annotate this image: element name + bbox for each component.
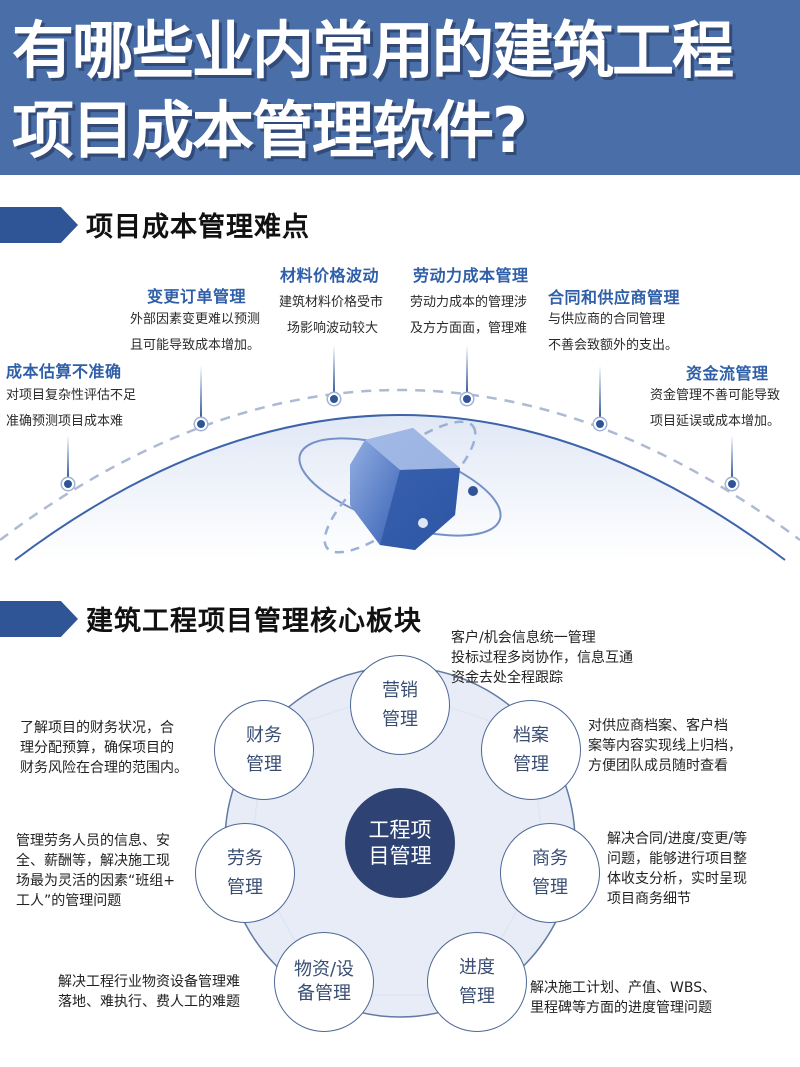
center-label-line2: 目管理 xyxy=(368,844,432,868)
desc-line: 理分配预算，确保项目的 xyxy=(20,740,174,756)
pain-desc: 不善会致额外的支出。 xyxy=(548,338,679,353)
arrow-icon xyxy=(0,601,78,637)
module-desc-finance: 了解项目的财务状况，合 理分配预算，确保项目的 财务风险在合理的范围内。 xyxy=(20,718,188,778)
pain-title: 变更订单管理 xyxy=(147,287,247,306)
desc-line: 解决工程行业物资设备管理难 xyxy=(58,974,240,990)
main-title-line2: 项目成本管理软件? xyxy=(12,94,528,167)
module-label: 物资/设 xyxy=(293,959,355,980)
section-header-core-modules: 建筑工程项目管理核心板块 xyxy=(0,597,800,637)
module-marketing: 营销 管理 xyxy=(350,655,450,755)
desc-line: 落地、难执行、费人工的难题 xyxy=(58,994,240,1010)
module-desc-schedule: 解决施工计划、产值、WBS、 里程碑等方面的进度管理问题 xyxy=(530,978,716,1018)
connector-line xyxy=(599,365,601,420)
pain-desc: 建筑材料价格受市 xyxy=(279,295,384,310)
module-label: 管理 xyxy=(246,754,282,775)
module-desc-marketing: 客户/机会信息统一管理 投标过程多岗协作，信息互通 资金去处全程跟踪 xyxy=(451,628,633,688)
dome-illustration xyxy=(0,388,800,561)
pain-desc: 与供应商的合同管理 xyxy=(548,312,666,327)
pain-desc: 场影响波动较大 xyxy=(287,321,379,336)
node-dot-icon xyxy=(195,418,207,430)
node-dot-icon xyxy=(461,393,473,405)
pain-desc: 及方方面面，管理难 xyxy=(410,321,528,336)
desc-line: 了解项目的财务状况，合 xyxy=(20,720,174,736)
pain-title: 劳动力成本管理 xyxy=(413,266,529,285)
title-banner: 有哪些业内常用的建筑工程 项目成本管理软件? xyxy=(0,0,800,175)
module-labor: 劳务 管理 xyxy=(195,823,295,923)
desc-line: 问题，能够进行项目整 xyxy=(607,851,747,867)
connector-line xyxy=(67,435,69,480)
module-label: 管理 xyxy=(513,754,549,775)
module-materials-equipment: 物资/设 备管理 xyxy=(274,932,374,1032)
module-desc-archive: 对供应商档案、客户档 案等内容实现线上归档， 方便团队成员随时查看 xyxy=(588,716,742,776)
desc-line: 里程碑等方面的进度管理问题 xyxy=(530,1000,712,1016)
node-dot-icon xyxy=(594,418,606,430)
module-label: 备管理 xyxy=(297,983,351,1004)
desc-line: 项目商务细节 xyxy=(607,891,691,907)
module-desc-business: 解决合同/进度/变更/等 问题，能够进行项目整 体收支分析，实时呈现 项目商务细… xyxy=(607,829,747,909)
desc-line: 解决合同/进度/变更/等 xyxy=(607,831,748,847)
module-desc-labor: 管理劳务人员的信息、安 全、薪酬等，解决施工现 场最为灵活的因素“班组+ 工人”… xyxy=(16,831,175,911)
pain-desc: 外部因素变更难以预测 xyxy=(130,312,261,327)
desc-line: 案等内容实现线上归档， xyxy=(588,738,742,754)
pain-title: 材料价格波动 xyxy=(280,266,380,285)
connector-line xyxy=(731,435,733,480)
pain-desc: 资金管理不善可能导致 xyxy=(650,388,781,403)
node-dot-icon xyxy=(328,393,340,405)
module-label: 财务 xyxy=(246,725,282,746)
desc-line: 方便团队成员随时查看 xyxy=(588,758,728,774)
section-header-cost-difficulties: 项目成本管理难点 xyxy=(0,203,800,243)
desc-line: 工人”的管理问题 xyxy=(16,893,122,909)
desc-line: 解决施工计划、产值、WBS、 xyxy=(530,980,717,996)
module-label: 劳务 xyxy=(227,848,263,869)
desc-line: 客户/机会信息统一管理 xyxy=(451,630,596,646)
module-label: 营销 xyxy=(382,680,418,701)
pain-desc: 且可能导致成本增加。 xyxy=(130,338,261,353)
pain-desc: 劳动力成本的管理涉 xyxy=(410,295,528,310)
module-label: 档案 xyxy=(513,725,549,746)
desc-line: 管理劳务人员的信息、安 xyxy=(16,833,170,849)
node-dot-icon xyxy=(62,478,74,490)
arrow-icon xyxy=(0,207,78,243)
pain-title: 合同和供应商管理 xyxy=(548,288,681,307)
connector-line xyxy=(333,345,335,395)
connector-line xyxy=(200,365,202,420)
desc-line: 场最为灵活的因素“班组+ xyxy=(16,873,175,889)
module-label: 进度 xyxy=(459,957,495,978)
module-label: 管理 xyxy=(382,709,418,730)
connector-line xyxy=(466,345,468,395)
desc-line: 对供应商档案、客户档 xyxy=(588,718,728,734)
pain-title: 成本估算不准确 xyxy=(6,362,122,381)
pain-desc: 对项目复杂性评估不足 xyxy=(6,388,137,403)
pain-desc: 准确预测项目成本难 xyxy=(6,414,124,429)
module-finance: 财务 管理 xyxy=(214,700,314,800)
module-label: 管理 xyxy=(227,877,263,898)
desc-line: 全、薪酬等，解决施工现 xyxy=(16,853,170,869)
desc-line: 体收支分析，实时呈现 xyxy=(607,871,747,887)
desc-line: 财务风险在合理的范围内。 xyxy=(20,760,188,776)
center-label-line1: 工程项 xyxy=(368,818,432,842)
module-desc-materials-equipment: 解决工程行业物资设备管理难 落地、难执行、费人工的难题 xyxy=(58,972,240,1012)
desc-line: 资金去处全程跟踪 xyxy=(451,670,563,686)
module-schedule: 进度 管理 xyxy=(427,932,527,1032)
module-label: 管理 xyxy=(532,877,568,898)
main-title-line1: 有哪些业内常用的建筑工程 xyxy=(12,14,734,87)
node-dot-icon xyxy=(726,478,738,490)
module-archive: 档案 管理 xyxy=(481,700,581,800)
module-business: 商务 管理 xyxy=(500,823,600,923)
section-title: 建筑工程项目管理核心板块 xyxy=(86,606,422,637)
pain-title: 资金流管理 xyxy=(686,364,769,383)
desc-line: 投标过程多岗协作，信息互通 xyxy=(451,650,633,666)
module-label: 商务 xyxy=(532,848,568,869)
center-hub-project-management: 工程项 目管理 xyxy=(345,788,455,898)
pain-desc: 项目延误或成本增加。 xyxy=(650,414,781,429)
section-title: 项目成本管理难点 xyxy=(86,212,310,243)
module-label: 管理 xyxy=(459,986,495,1007)
